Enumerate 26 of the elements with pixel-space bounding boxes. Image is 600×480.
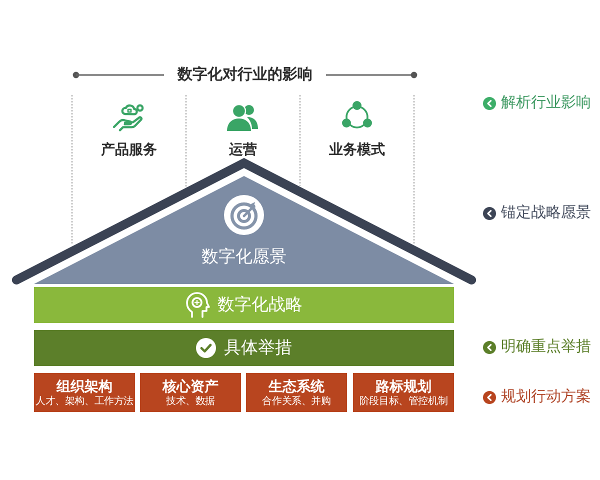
- impact-area: 运营: [229, 140, 257, 158]
- bar-title: 具体举措: [224, 337, 292, 359]
- action-card: [34, 373, 135, 412]
- card-title: 核心资产: [162, 377, 218, 395]
- layer-bar: [34, 330, 454, 366]
- card-subtitle: 阶段目标、管控机制: [359, 395, 448, 408]
- step-note: 解析行业影响: [501, 93, 591, 113]
- step-note: 规划行动方案: [501, 387, 591, 407]
- card-title: 生态系统: [268, 377, 324, 395]
- impact-area: 产品服务: [101, 140, 157, 158]
- layer-bar: [34, 287, 454, 323]
- title: 数字化对行业的影响: [178, 65, 312, 85]
- vision-roof: [12, 158, 476, 285]
- card-subtitle: 合作关系、并购: [262, 395, 331, 408]
- card-title: 路标规划: [376, 377, 432, 395]
- action-card: [246, 373, 347, 412]
- step-note: 明确重点举措: [501, 337, 591, 357]
- impact-area: 业务模式: [329, 140, 385, 158]
- step-note: 锚定战略愿景: [501, 203, 591, 223]
- vision-title: 数字化愿景: [202, 246, 286, 268]
- action-card: [353, 373, 454, 412]
- bar-title: 数字化战略: [218, 294, 302, 316]
- card-subtitle: 技术、数据: [166, 395, 215, 408]
- action-card: [140, 373, 241, 412]
- card-subtitle: 人才、架构、工作方法: [35, 395, 134, 408]
- card-title: 组织架构: [56, 377, 112, 395]
